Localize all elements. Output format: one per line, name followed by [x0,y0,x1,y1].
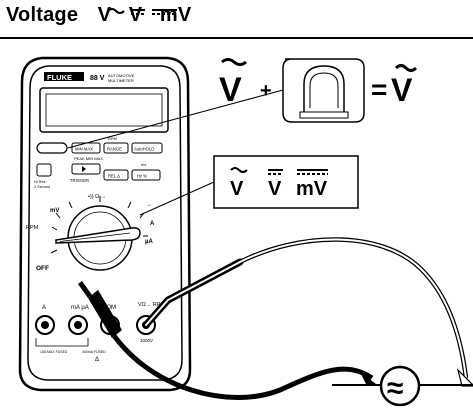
range-button[interactable] [103,142,129,154]
dial-off-label: OFF [36,265,49,272]
yellow-button[interactable] [36,142,68,154]
fast-label-2: 1 Second [34,185,50,189]
ac-source-symbol: ≈ [387,372,403,405]
warning-label: Δ [95,357,99,363]
callout-box-mid [213,155,359,209]
dial-rpm-label: RPM [26,225,39,231]
callout-leader-mid [139,181,215,216]
fast-button[interactable] [36,163,52,177]
dial-amp-label: A [150,221,155,227]
dial-diode-label: → [146,202,152,208]
minmax-label: MIN MAX [75,147,93,152]
hz-label: Hz % [137,174,147,179]
volt-rating-label: 1000V [140,338,153,343]
ac-source: ≈ [332,365,473,407]
black-test-lead [78,281,376,400]
subtitle-2: MULTIMETER [108,78,134,83]
yellow-button-drawing [303,65,345,112]
rel-label: REL Δ [108,174,120,179]
black-probe-body [88,290,122,338]
trigger-label: TRIGGER [70,178,89,183]
callout-left-symbol: V [219,71,242,109]
callout-dial-positions: V V mV [139,155,359,216]
callout-ac-voltage: V + = V [67,58,418,149]
hz-button[interactable] [131,169,161,181]
yellow-button-inner [309,72,339,108]
dial-ua-label: µA [145,239,153,245]
callout-right-tilde [394,64,418,72]
black-probe-tip [78,281,92,298]
fuse-label-1: 10A MAX FUSED [40,350,68,354]
black-lead-arrow [360,372,376,384]
lcd-window [45,93,163,127]
brand-label: FLUKE [47,73,72,82]
range-label: RANGE [107,147,122,152]
model-label: 88 V [90,75,105,82]
mid-symbol-dc-mv: mV [296,178,328,200]
jack-a[interactable] [35,315,55,335]
callout-leader-top [67,89,284,149]
peak-label: PEAK MIN MAX [74,156,103,161]
callout-left-tilde [221,58,247,66]
title-text: Voltage [6,4,79,26]
dial-mv-label: mV [50,208,59,214]
backlight-icon [82,166,86,172]
fast-label: Hi Res [34,180,45,184]
jack-ma-label: mA µA [71,305,89,311]
mid-dc-bars [268,169,328,175]
title-ac-tilde [107,8,125,14]
callout-plus: + [260,80,272,102]
title-symbol-ac-volt: V [97,4,112,26]
title-dc-bars [131,9,177,15]
autohold-label: AutoHOLD [134,147,154,152]
fuse-label-2: 400mA FUSED [82,350,106,354]
mid-ac-tilde [230,167,248,173]
ms-label: ms [141,162,146,167]
mid-symbol-dc: V [268,178,282,200]
callout-equals: = [371,74,387,105]
red-test-lead [142,237,473,387]
rel-button[interactable] [103,169,129,181]
brand-badge [44,72,84,81]
subtitle-1: AUTOMOTIVE [108,73,135,78]
jack-com-label: COM [102,305,116,311]
ac-source-icon [379,365,421,407]
multimeter: FLUKE 88 V AUTOMOTIVE MULTIMETER MIN MAX… [18,56,192,392]
callout-right-symbol: V [391,72,413,108]
fuse-bracket [35,338,89,347]
rotary-pointer-line [59,232,131,242]
jack-ma[interactable] [68,315,88,335]
title-underline [0,37,473,39]
autohold-button[interactable] [131,142,163,154]
yellow-button-base [299,111,349,119]
mid-symbol-ac: V [230,178,244,200]
dial-ohm-label: •)) Ω → [88,194,106,200]
jack-a-label: A [42,305,46,311]
rpm-top-label: RPM [108,136,117,141]
jack-v-label: VΩ→ RPM [138,302,165,308]
